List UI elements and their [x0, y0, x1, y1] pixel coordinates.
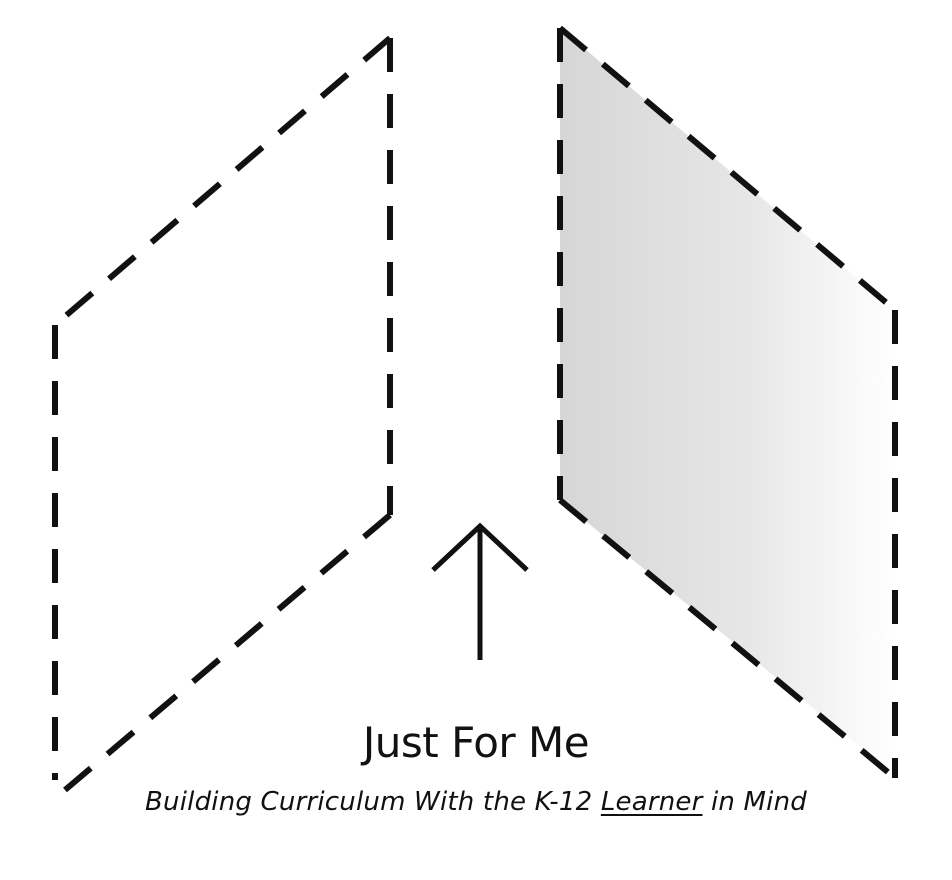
left-panel-bottom-edge	[63, 512, 392, 793]
right-panel-top-edge	[558, 25, 897, 313]
left-panel-top-edge	[53, 35, 392, 328]
subtitle-lead: Building Curriculum With the K-12	[145, 787, 601, 817]
page-title: Just For Me	[362, 718, 590, 767]
right-panel-shade	[560, 28, 895, 775]
right-panel-bottom-edge	[558, 497, 897, 781]
subtitle-emphasis: Learner	[600, 787, 703, 817]
subtitle: Building Curriculum With the K-12 Learne…	[0, 788, 952, 817]
subtitle-tail: in Mind	[702, 787, 807, 817]
arrow-up-icon	[431, 522, 529, 660]
